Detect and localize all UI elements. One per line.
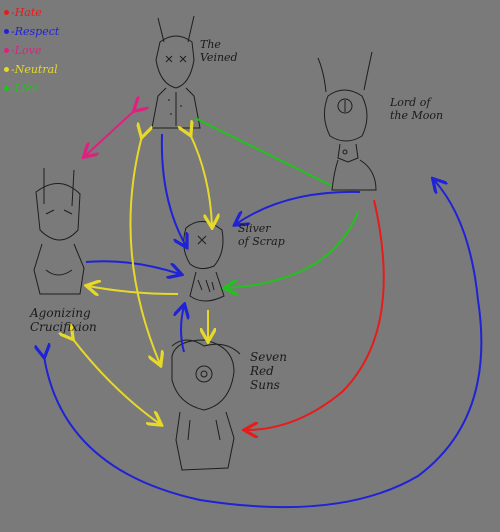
lord-of-the-moon-sketch bbox=[317, 51, 377, 191]
sliver-of-scrap-sketch bbox=[183, 221, 225, 302]
neutral-arrow-veined-to-suns bbox=[129, 136, 160, 364]
legend-label-hate: -Hate bbox=[11, 5, 42, 19]
love-arrow-veined-to-agonizing bbox=[85, 110, 135, 156]
legend-dot-respect bbox=[4, 28, 9, 34]
label-sliver-of-scrap: Sliver of Scrap bbox=[238, 222, 285, 248]
neutral-arrow-veined-to-sliver bbox=[190, 134, 212, 226]
the-veined-sketch bbox=[151, 15, 201, 129]
legend-label-neutral: -Neutral bbox=[11, 62, 58, 76]
label-the-veined: The Veined bbox=[200, 38, 238, 64]
seven-red-suns-sketch bbox=[171, 339, 241, 471]
like-arrow-moon-to-veined bbox=[194, 117, 333, 187]
label-seven-red-suns: Seven Red Suns bbox=[250, 350, 287, 392]
legend-dot-love bbox=[4, 47, 9, 53]
respect-arrow-agonizing-suns-long bbox=[44, 180, 483, 509]
legend-item-neutral: -Neutral bbox=[4, 61, 58, 77]
respect-arrow-suns-to-sliver bbox=[181, 306, 184, 353]
hate-arrow-moon-to-suns bbox=[246, 199, 385, 430]
legend-dot-like bbox=[4, 85, 9, 91]
label-agonizing-crucifixion: Agonizing Crucifixion bbox=[30, 306, 97, 334]
respect-arrow-moon-to-sliver bbox=[236, 190, 361, 224]
legend-item-like: -Like bbox=[4, 80, 39, 96]
neutral-arrow-agonizing-to-suns bbox=[72, 338, 160, 424]
respect-arrow-veined-to-sliver bbox=[160, 133, 186, 246]
legend-item-hate: -Hate bbox=[4, 4, 42, 20]
legend-label-like: -Like bbox=[11, 81, 39, 95]
legend-item-love: -Love bbox=[4, 42, 41, 58]
agonizing-crucifixion-sketch bbox=[33, 168, 85, 295]
legend-dot-hate bbox=[4, 9, 9, 15]
legend-dot-neutral bbox=[4, 66, 9, 72]
label-lord-of-the-moon: Lord of the Moon bbox=[390, 96, 444, 122]
legend-label-love: -Love bbox=[11, 43, 42, 57]
legend-item-respect: -Respect bbox=[4, 23, 59, 39]
neutral-arrow-sliver-to-agonizing bbox=[88, 286, 179, 294]
legend-label-respect: -Respect bbox=[11, 24, 60, 38]
